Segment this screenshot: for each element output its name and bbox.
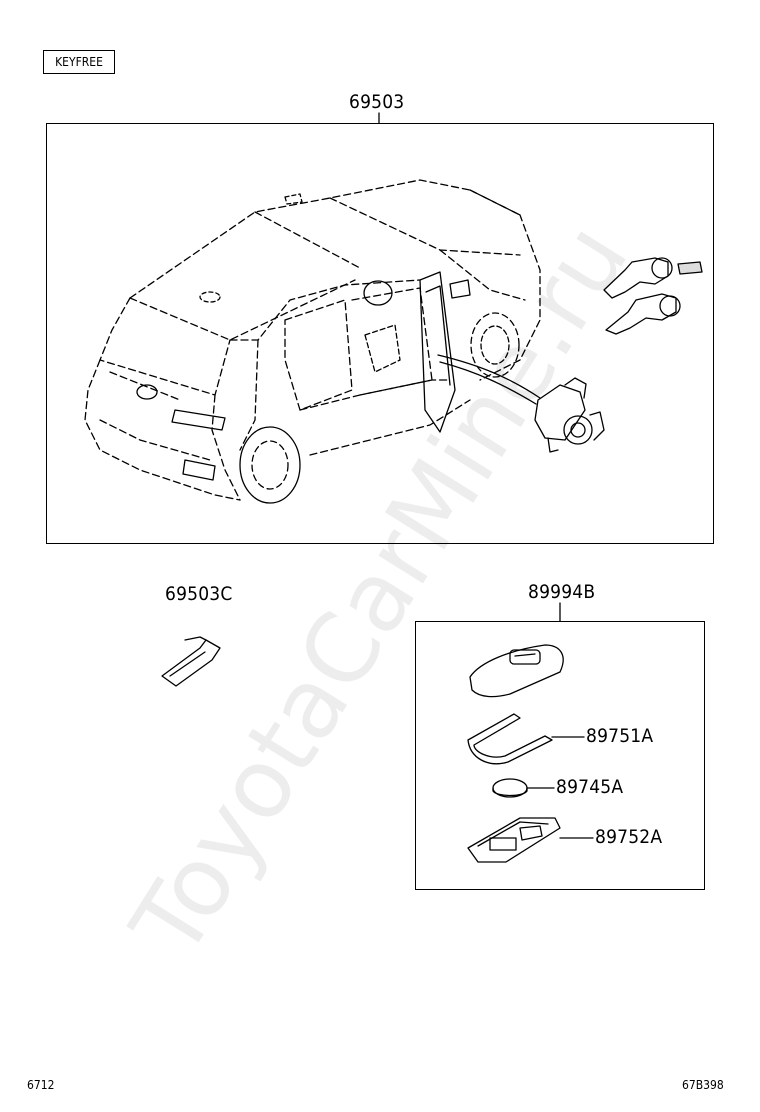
footer-left-code: 6712 <box>27 1078 55 1092</box>
cover-drawing <box>467 713 585 765</box>
vehicle-drawing <box>84 179 541 504</box>
part-label-battery[interactable]: 89745A <box>556 776 624 798</box>
case-drawing <box>467 817 594 863</box>
part-label-cover[interactable]: 89751A <box>586 725 654 747</box>
footer-right-code: 67B398 <box>682 1078 724 1092</box>
keys-drawing <box>603 257 703 335</box>
part-label-transmitter-set[interactable]: 89994B <box>528 581 596 603</box>
keyfree-tag: KEYFREE <box>43 50 115 74</box>
part-label-case[interactable]: 89752A <box>595 826 663 848</box>
part-label-key-plate[interactable]: 69503C <box>165 583 233 605</box>
lock-cylinder-drawing <box>534 377 605 453</box>
transmitter-cover-drawing <box>469 644 564 698</box>
part-label-main-set[interactable]: 69503 <box>349 91 405 113</box>
key-plate-drawing <box>161 636 221 687</box>
main-set-frame <box>46 123 714 544</box>
battery-drawing <box>492 778 555 798</box>
